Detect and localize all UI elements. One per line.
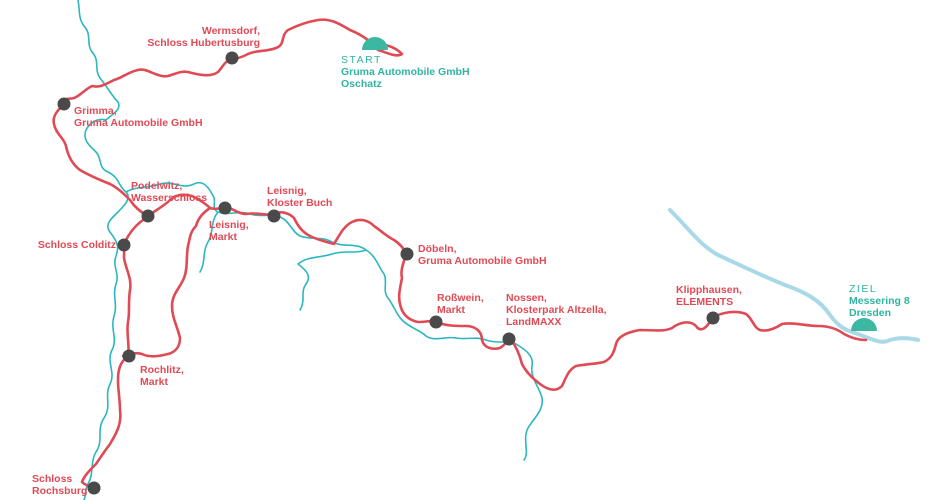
finish-line2: Dresden xyxy=(849,307,892,319)
stop-marker-nossen xyxy=(502,332,516,346)
stop-label-nossen: Nossen, Klosterpark Altzella, LandMAXX xyxy=(506,292,607,328)
stop-label-line: ELEMENTS xyxy=(676,296,734,308)
stop-label-line: Döbeln, xyxy=(418,243,457,255)
stop-label-line: Markt xyxy=(209,231,238,243)
stop-label-line: Wermsdorf, xyxy=(201,25,260,37)
finish-kicker: ZIEL xyxy=(849,283,878,295)
stop-marker-doebeln xyxy=(400,247,414,261)
stop-label-rochlitz: Rochlitz, Markt xyxy=(140,364,184,388)
stop-label-leisnig-kloster: Leisnig, Kloster Buch xyxy=(267,185,332,209)
stop-marker-colditz xyxy=(117,238,131,252)
stop-label-line: Leisnig, xyxy=(209,219,249,231)
finish-line1: Messering 8 xyxy=(849,295,910,307)
stop-marker-klipphausen xyxy=(706,311,720,325)
stop-label-podelwitz: Podelwitz, Wasserschloss xyxy=(131,180,207,204)
stop-label-line: Rochsburg xyxy=(32,485,88,497)
stop-marker-podelwitz xyxy=(141,209,155,223)
stop-label-wermsdorf: Wermsdorf, Schloss Hubertusburg xyxy=(140,25,260,49)
stop-label-line: Leisnig, xyxy=(267,185,307,197)
stop-label-doebeln: Döbeln, Gruma Automobile GmbH xyxy=(418,243,547,267)
stop-label-line: LandMAXX xyxy=(506,316,562,328)
stop-label-rochsburg: Schloss Rochsburg xyxy=(32,473,87,497)
stop-label-line: Markt xyxy=(437,304,466,316)
stop-marker-rosswein xyxy=(429,315,443,329)
stop-label-line: Gruma Automobile GmbH xyxy=(418,255,547,267)
stop-label-line: Klipphausen, xyxy=(676,284,742,296)
stop-marker-rochsburg xyxy=(87,481,101,495)
river-mulde xyxy=(77,0,544,500)
start-kicker: START xyxy=(341,54,382,66)
stop-label-line: Markt xyxy=(140,376,169,388)
stop-label-rosswein: Roßwein, Markt xyxy=(437,292,484,316)
stop-marker-wermsdorf xyxy=(225,51,239,65)
stop-label-klipphausen: Klipphausen, ELEMENTS xyxy=(676,284,742,308)
start-line1: Gruma Automobile GmbH xyxy=(341,66,470,78)
stop-label-line: Grimma, xyxy=(74,105,117,117)
stop-label-line: Klosterpark Altzella, xyxy=(506,304,607,316)
stop-label-line: Podelwitz, xyxy=(131,180,183,192)
stop-label-leisnig-markt: Leisnig, Markt xyxy=(209,219,249,243)
stop-marker-rochlitz xyxy=(122,349,136,363)
stop-marker-grimma xyxy=(57,97,71,111)
river-elbe xyxy=(668,208,920,344)
finish-label: ZIEL Messering 8 Dresden xyxy=(849,283,910,319)
stop-label-line: Roßwein, xyxy=(437,292,484,304)
stop-markers xyxy=(57,51,720,495)
start-marker xyxy=(362,37,388,50)
stop-marker-leisnig-kloster xyxy=(267,209,281,223)
stop-label-line: Schloss Hubertusburg xyxy=(147,37,260,49)
stop-label-line: Gruma Automobile GmbH xyxy=(74,117,203,129)
stop-label-line: Kloster Buch xyxy=(267,197,333,209)
stop-label-line: Rochlitz, xyxy=(140,364,184,376)
stop-marker-leisnig-markt xyxy=(218,201,232,215)
finish-marker xyxy=(851,318,877,331)
stop-label-line: Wasserschloss xyxy=(131,192,208,204)
start-label: START Gruma Automobile GmbH Oschatz xyxy=(341,54,470,90)
stop-label-line: Nossen, xyxy=(506,292,547,304)
stop-label-line: Schloss xyxy=(32,473,73,485)
stop-label-line: Schloss Colditz xyxy=(37,239,116,251)
start-line2: Oschatz xyxy=(341,78,382,90)
stop-label-colditz: Schloss Colditz xyxy=(20,239,116,251)
stop-label-grimma: Grimma, Gruma Automobile GmbH xyxy=(74,105,203,129)
